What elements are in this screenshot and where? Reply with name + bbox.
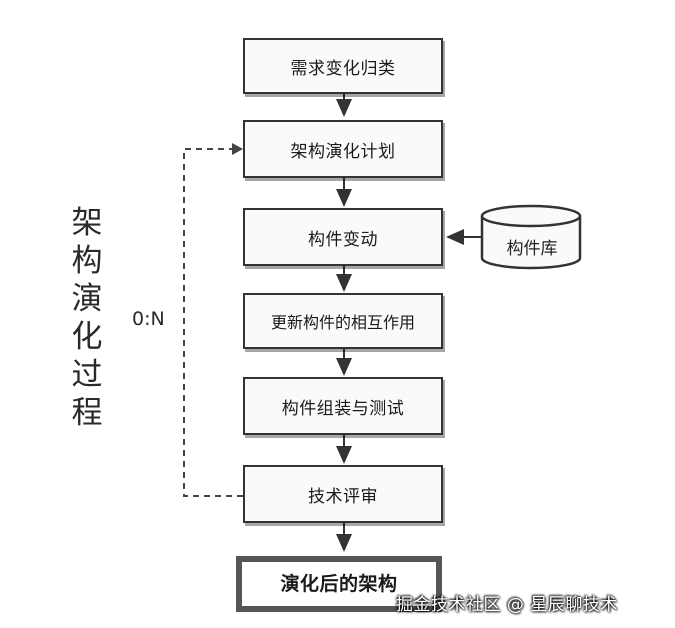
side-title-char: 演 (71, 281, 103, 317)
watermark: 掘金技术社区 @ 星辰聊技术 (396, 595, 618, 615)
step-box-2: 架构演化计划 (243, 120, 443, 178)
final-architecture-box: 演化后的架构 (236, 556, 442, 612)
side-title-char: 过 (71, 357, 103, 393)
step-box-3: 构件变动 (243, 208, 443, 266)
step-box-4: 更新构件的相互作用 (243, 293, 443, 349)
side-title-char: 架 (71, 205, 103, 241)
side-title-char: 构 (71, 243, 103, 279)
side-title: 架 构 演 化 过 程 (66, 204, 108, 432)
step-box-1: 需求变化归类 (243, 38, 443, 94)
loop-label: 0:N (132, 308, 165, 330)
side-title-char: 化 (71, 319, 103, 355)
loop-arrowhead (232, 143, 243, 155)
library-cylinder (480, 204, 582, 270)
step-box-6: 技术评审 (243, 465, 443, 523)
loop-dashed-path (183, 148, 243, 497)
step-box-5: 构件组装与测试 (243, 377, 443, 435)
side-title-char: 程 (71, 395, 103, 431)
library-label: 构件库 (506, 239, 558, 259)
